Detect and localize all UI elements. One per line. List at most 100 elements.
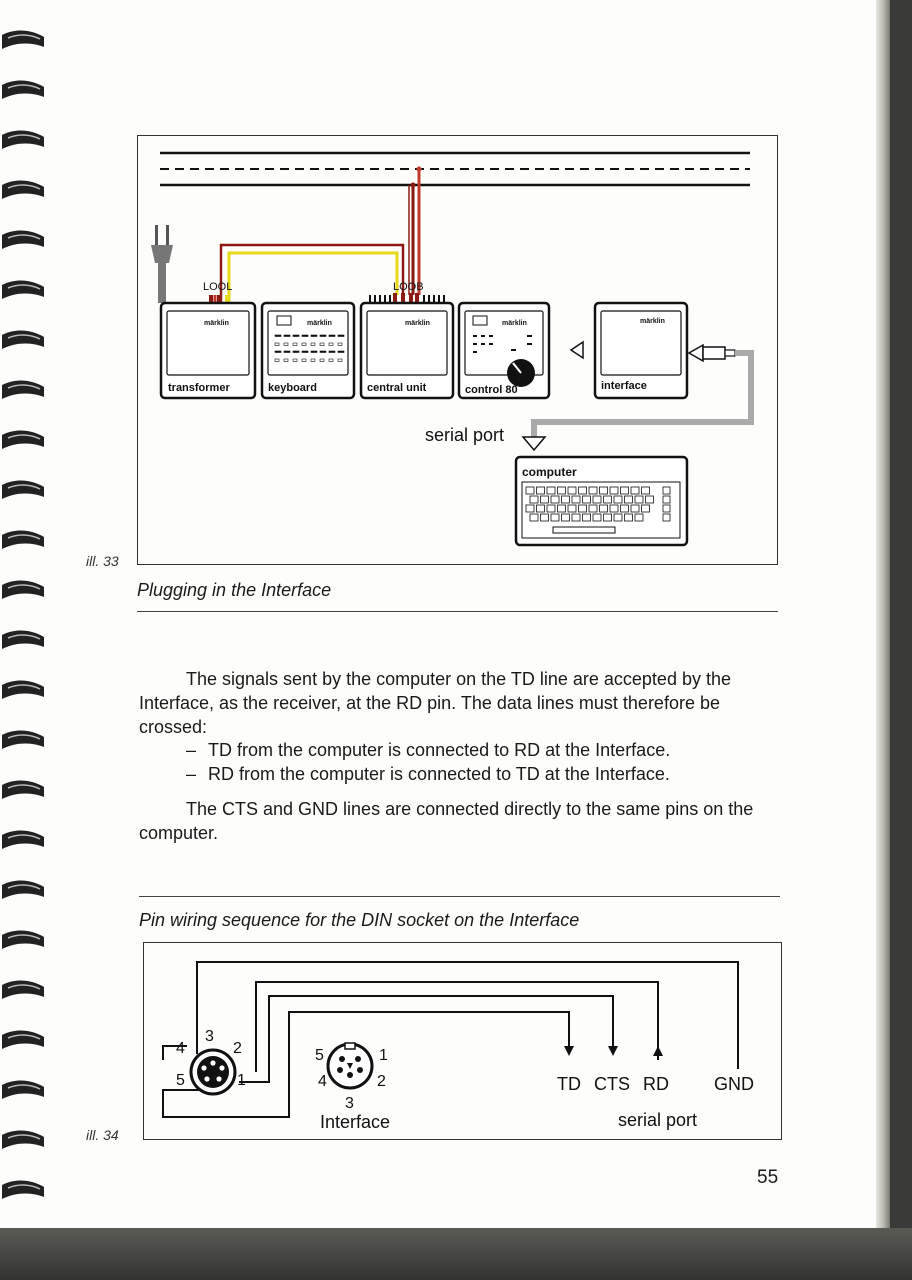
paragraph-1-line-3: crossed: [139,717,208,737]
computer-key [550,513,560,522]
computer-key [634,513,644,522]
illustration-33-diagram: LOOL LOOB märklin transformer märklin ke… [151,151,754,547]
computer-key [571,495,581,504]
paragraph-2-line-2: computer. [139,823,219,843]
keyboard-key [274,350,282,353]
din-socket-icon [326,1042,374,1090]
serial-port-label: serial port [425,425,504,445]
keyboard-key [301,358,307,362]
computer-key [529,513,539,522]
keyboard-key [301,342,307,346]
page-edge [876,0,890,1240]
keyboard-key [310,350,318,353]
binding-coil [2,730,44,749]
binding-coil-highlight [7,734,41,740]
computer-key [588,504,598,513]
binding-coil-highlight [7,384,41,390]
keyboard-key [328,350,336,353]
computer-key [630,504,640,513]
computer-icon: computer [514,455,689,547]
binding-coil-highlight [7,534,41,540]
device-label-central-unit: central unit [367,382,427,394]
illustration-34-label: ill. 34 [86,1127,119,1143]
page-number: 55 [757,1167,779,1188]
computer-key [662,486,671,495]
illustration-34-caption: Pin wiring sequence for the DIN socket o… [139,910,580,930]
keyboard-key [319,358,325,362]
computer-key [557,486,566,495]
computer-key [561,495,570,504]
device-transformer: märklin transformer [159,301,257,400]
binding-coil-highlight [7,934,41,940]
keyboard-key [301,350,309,353]
computer-key [662,495,671,504]
keyboard-key [283,334,291,337]
bullet-1: TD from the computer is connected to RD … [208,740,671,760]
keyboard-key [328,334,336,337]
computer-key [540,513,549,522]
binding-coil [2,830,44,849]
din-plug-icon [189,1048,237,1096]
computer-key [529,495,539,504]
computer-label: computer [522,465,577,479]
keyboard-key [319,334,327,337]
keyboard-key [328,342,334,346]
binding-coil [2,1080,44,1099]
plug-pin-4: 4 [176,1040,185,1057]
svg-text:märklin: märklin [640,318,665,325]
binding-coil [2,1180,44,1199]
binding-coil [2,680,44,699]
binding-coil [2,180,44,199]
binding-coils [2,30,44,1199]
binding-coil-highlight [7,34,41,40]
keyboard-key [328,358,334,362]
binding-coil [2,630,44,649]
device-interface: märklin interface [593,301,689,400]
illustration-33-frame [137,135,778,565]
cable-plug-arrow-icon [687,343,704,363]
svg-text:märklin: märklin [502,320,527,327]
scan-shadow [0,1228,912,1280]
socket-pin-1: 1 [379,1047,388,1064]
keyboard-key [319,342,325,346]
binding-coil [2,330,44,349]
device-control-80: märklin control 80 [457,301,551,400]
binding-coil [2,280,44,299]
device-keyboard: märklin keyboard [260,301,356,400]
computer-key [630,486,640,495]
computer-key [609,486,619,495]
binding-coil-highlight [7,284,41,290]
keyboard-key [310,358,316,362]
computer-key [550,495,560,504]
signal-td: TD [557,1074,581,1094]
computer-key [613,513,623,522]
spiral-binding [2,30,44,1199]
binding-coil-highlight [7,134,41,140]
computer-key [578,504,587,513]
plug-pin-5: 5 [176,1072,185,1089]
computer-key [662,504,671,513]
keyboard-key [283,358,289,362]
binding-coil-highlight [7,684,41,690]
binding-coil [2,980,44,999]
binding-coil [2,430,44,449]
keyboard-key [337,334,345,337]
computer-keys [525,486,671,522]
computer-key [567,504,577,513]
binding-coil [2,30,44,49]
binding-coil [2,80,44,99]
keyboard-key [274,334,282,337]
binding-coil-highlight [7,584,41,590]
feeder-label-loob: LOOB [393,281,424,293]
computer-key [662,513,671,522]
binding-coil [2,930,44,949]
binding-coil-highlight [7,234,41,240]
socket-pin-5: 5 [315,1047,324,1064]
svg-text:märklin: märklin [307,320,332,327]
computer-key [578,486,587,495]
computer-key [634,495,644,504]
keyboard-key [301,334,309,337]
binding-coil [2,580,44,599]
binding-coil-highlight [7,1084,41,1090]
